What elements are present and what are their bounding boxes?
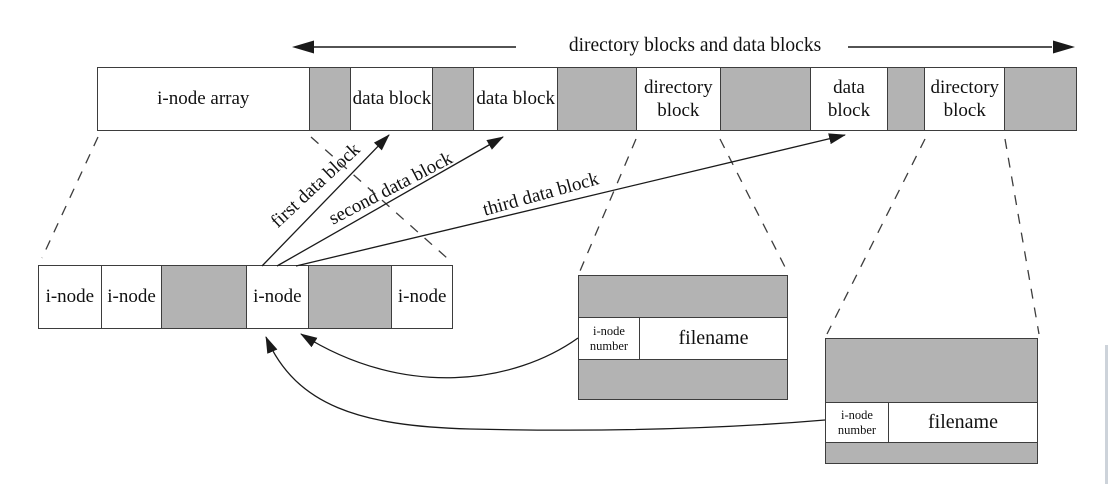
- filename-cell: filename: [928, 411, 998, 433]
- inode-cell-2: i-node: [100, 266, 162, 328]
- inode-cell-4: i-node: [391, 266, 452, 328]
- unused-block: [1004, 68, 1077, 130]
- directory-filler-band: [579, 276, 787, 318]
- filename-cell: filename: [678, 327, 749, 349]
- inode-cell-1: i-node: [39, 266, 101, 328]
- unused-block: [432, 68, 474, 130]
- dash-dirblock2-right: [1004, 138, 1040, 335]
- data-block-3: data block: [809, 68, 888, 130]
- top-span-label: directory blocks and data blocks: [568, 35, 822, 56]
- dash-dirblock2-left: [826, 138, 926, 335]
- dash-dirblock1-left: [579, 138, 637, 272]
- directory-filler-band: [579, 359, 787, 399]
- arrow-middle-entry-to-inode: [300, 333, 579, 379]
- directory-entry: i-node number filename: [826, 403, 1037, 442]
- unused-block: [719, 68, 810, 130]
- directory-filler-band: [826, 442, 1037, 463]
- unused-block: [557, 68, 636, 130]
- directory-entry: i-node number filename: [579, 318, 787, 359]
- inode-cell-3: i-node: [246, 266, 308, 328]
- third-data-block-label: third data block: [480, 168, 602, 221]
- dash-dirblock1-right: [719, 138, 788, 272]
- unused-block: [308, 68, 351, 130]
- directory-block-detail-right: i-node number filename: [825, 338, 1038, 464]
- left-arrowhead-icon: [292, 40, 314, 54]
- unused-block: [887, 68, 925, 130]
- directory-block-detail-middle: i-node number filename: [578, 275, 788, 400]
- right-arrowhead-icon: [1053, 40, 1075, 54]
- data-block-1: data block: [350, 68, 433, 130]
- directory-filler-band: [826, 339, 1037, 403]
- disk-block-row: i-node array data block data block direc…: [97, 67, 1077, 131]
- inode-number-cell: i-node number: [579, 318, 640, 359]
- unused-inode-cell: [161, 266, 246, 328]
- directory-block-1: directory block: [635, 68, 720, 130]
- inode-array-block: i-node array: [98, 68, 309, 130]
- inode-array-detail-row: i-node i-node i-node i-node: [38, 265, 453, 329]
- unused-inode-cell: [307, 266, 392, 328]
- directory-block-2: directory block: [924, 68, 1005, 130]
- page-edge-artifact: [1105, 345, 1108, 484]
- inode-number-cell: i-node number: [826, 403, 889, 442]
- dash-inode-array-left: [41, 136, 99, 259]
- data-block-2: data block: [473, 68, 558, 130]
